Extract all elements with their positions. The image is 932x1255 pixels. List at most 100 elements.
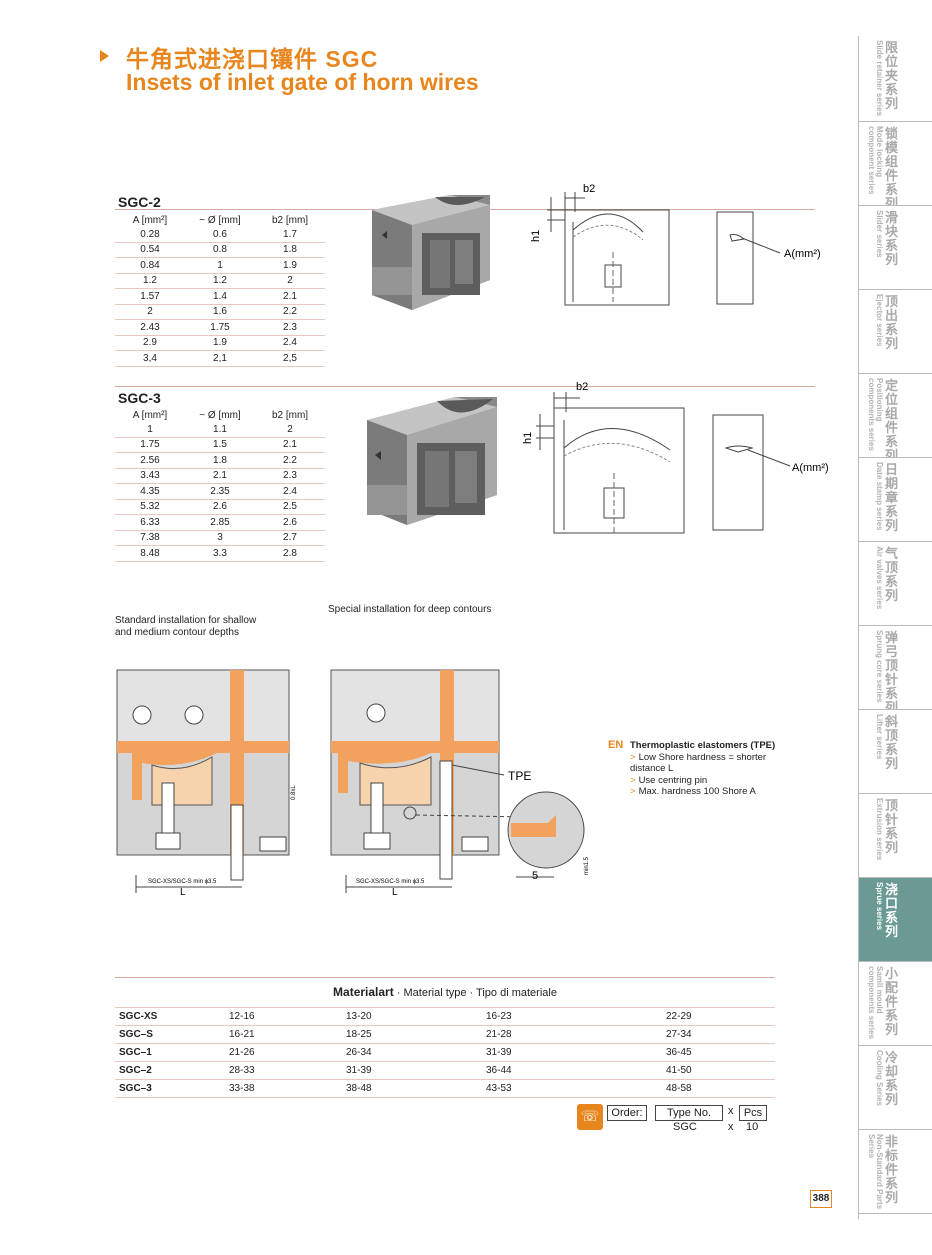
table-cell: 2.9 [115,335,185,351]
table-cell: 2.6 [255,514,325,531]
table-cell: 0.54 [115,242,185,258]
sidebar-tab-label-cn: 弹弓顶针系列 [885,630,899,710]
table-cell: 2 [255,422,325,438]
table-cell: 2,5 [255,350,325,367]
sgc3-title: SGC-3 [118,390,161,406]
table-cell: 2.85 [185,514,255,531]
table-cell: 2.2 [255,304,325,320]
lang-tag: EN [608,739,624,751]
sidebar-tab-label-en: Mode locking component series [867,126,884,195]
table-cell: 3.43 [115,468,185,484]
table-cell: 2.1 [185,468,255,484]
material-range: 33-38 [229,1079,346,1098]
table-cell: 2.4 [255,335,325,351]
sgc2-title: SGC-2 [118,194,161,210]
material-range: 31-39 [346,1061,486,1080]
table-cell: 1 [185,257,255,274]
special-installation-drawing: TPE 5 min1.5 SGC-XS/SGC-S min ϕ3.5 L [330,669,590,897]
sidebar-tab-label-en: Sprung core series [875,630,884,703]
note-item: >Max. hardness 100 Shore A [630,786,756,797]
table-cell: 2.8 [255,545,325,562]
table-cell: 0.28 [115,227,185,243]
table-cell: 1.2 [185,273,255,289]
table-cell: 3 [185,530,255,546]
table-cell: 2.2 [255,452,325,469]
table-cell: 2.6 [185,499,255,515]
sgc-min-label: SGC-XS/SGC-S min ϕ3.5 [356,879,425,885]
label-b2: b2 [576,381,588,393]
col-diameter: ~ Ø [mm] [199,215,241,226]
col-b2: b2 [mm] [271,410,309,421]
sidebar-tab-label-cn: 滑块系列 [885,210,899,267]
material-range: 21-26 [229,1043,346,1062]
page-title-en: Insets of inlet gate of horn wires [126,69,479,95]
label-h1: h1 [522,432,534,444]
material-range: 12-16 [229,1007,346,1026]
table-cell: 2.4 [255,483,325,500]
sidebar-tab-label-en: Air valves series [875,546,884,610]
label-L: L [180,887,186,897]
sidebar-tab-label-cn: 冷却系列 [885,1050,899,1107]
table-cell: 2.56 [115,452,185,469]
page-number: 388 [810,1190,832,1208]
material-range: 22-29 [666,1007,775,1026]
sidebar-tab-label-cn: 日期章系列 [885,462,899,533]
min-label: min1.5 [584,856,590,875]
note-item: >Low Shore hardness = shorter distance L [630,751,767,775]
table-cell: 1.57 [115,288,185,305]
material-code: SGC–S [115,1025,229,1044]
dim-side-label: 0.8xL [291,785,297,800]
material-range: 41-50 [666,1061,775,1080]
sidebar-tab-label-en: Slider series [875,210,884,258]
standard-installation-drawing: SGC-XS/SGC-S min ϕ3.5 L 0.8xL [116,669,297,897]
label-b2: b2 [583,183,595,195]
sidebar-tab-label-en: Sprue series [875,882,884,931]
table-cell: 2.7 [255,530,325,546]
order-type-value: SGC [673,1121,697,1133]
bullet-icon: > [630,774,636,786]
sgc-min-label: SGC-XS/SGC-S min ϕ3.5 [148,879,217,885]
table-cell: 1.75 [115,437,185,453]
sidebar-tab-label-en: Non-Standard Parts Series [867,1134,884,1210]
material-range: 16-23 [486,1007,666,1026]
table-cell: 0.8 [185,242,255,258]
material-range: 43-53 [486,1079,666,1098]
table-cell: 2.1 [255,437,325,453]
table-cell: 1.2 [115,273,185,289]
order-x: x [728,1121,734,1133]
material-code: SGC-XS [115,1007,229,1026]
table-cell: 1.5 [185,437,255,453]
material-range: 21-28 [486,1025,666,1044]
order-label: Order: [607,1105,647,1121]
sgc3-side-drawing: A(mm²) [712,414,829,531]
table-cell: 0.84 [115,257,185,274]
sidebar-tab-label-cn: 气顶系列 [885,546,899,603]
col-b2: b2 [mm] [271,215,309,226]
